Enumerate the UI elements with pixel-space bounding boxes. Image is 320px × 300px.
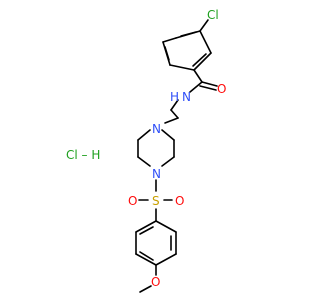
bond-o-ch3 xyxy=(139,285,152,293)
methoxy-oxygen-label: O xyxy=(151,275,160,289)
carbonyl-oxygen-label: O xyxy=(217,82,226,96)
piperazine-n4-label: N xyxy=(152,167,161,181)
bond-c-o-1 xyxy=(201,81,218,87)
piperazine-n1-label: N xyxy=(152,122,161,136)
sulfur-label: S xyxy=(152,194,160,208)
bond-c-n xyxy=(189,81,203,93)
chlorine-label: Cl xyxy=(207,8,219,22)
sulfonyl-oxygen-left-label: O xyxy=(128,194,137,208)
bond-c-o-2 xyxy=(199,85,217,91)
bond-ring-carbonyl xyxy=(193,69,203,83)
structure-canvas: Cl O N H N N S O O O Cl – H xyxy=(66,8,227,293)
bond-n-ch2 xyxy=(170,99,179,111)
amide-hydrogen-label: H xyxy=(170,90,179,104)
bond-ch2-npip xyxy=(164,117,179,124)
hcl-salt-label: Cl – H xyxy=(66,148,100,162)
molecule-diagram: Cl O N H N N S O O O Cl – H xyxy=(66,8,226,293)
bond-c-cl xyxy=(199,19,209,32)
amide-nitrogen-label: N xyxy=(182,90,191,104)
sulfonyl-oxygen-right-label: O xyxy=(175,194,184,208)
bond-ch2-ch2 xyxy=(170,109,179,119)
methoxyphenyl-ring xyxy=(135,220,177,266)
piperazine-ring xyxy=(137,129,175,167)
chlorobenzene-ring xyxy=(162,30,212,71)
